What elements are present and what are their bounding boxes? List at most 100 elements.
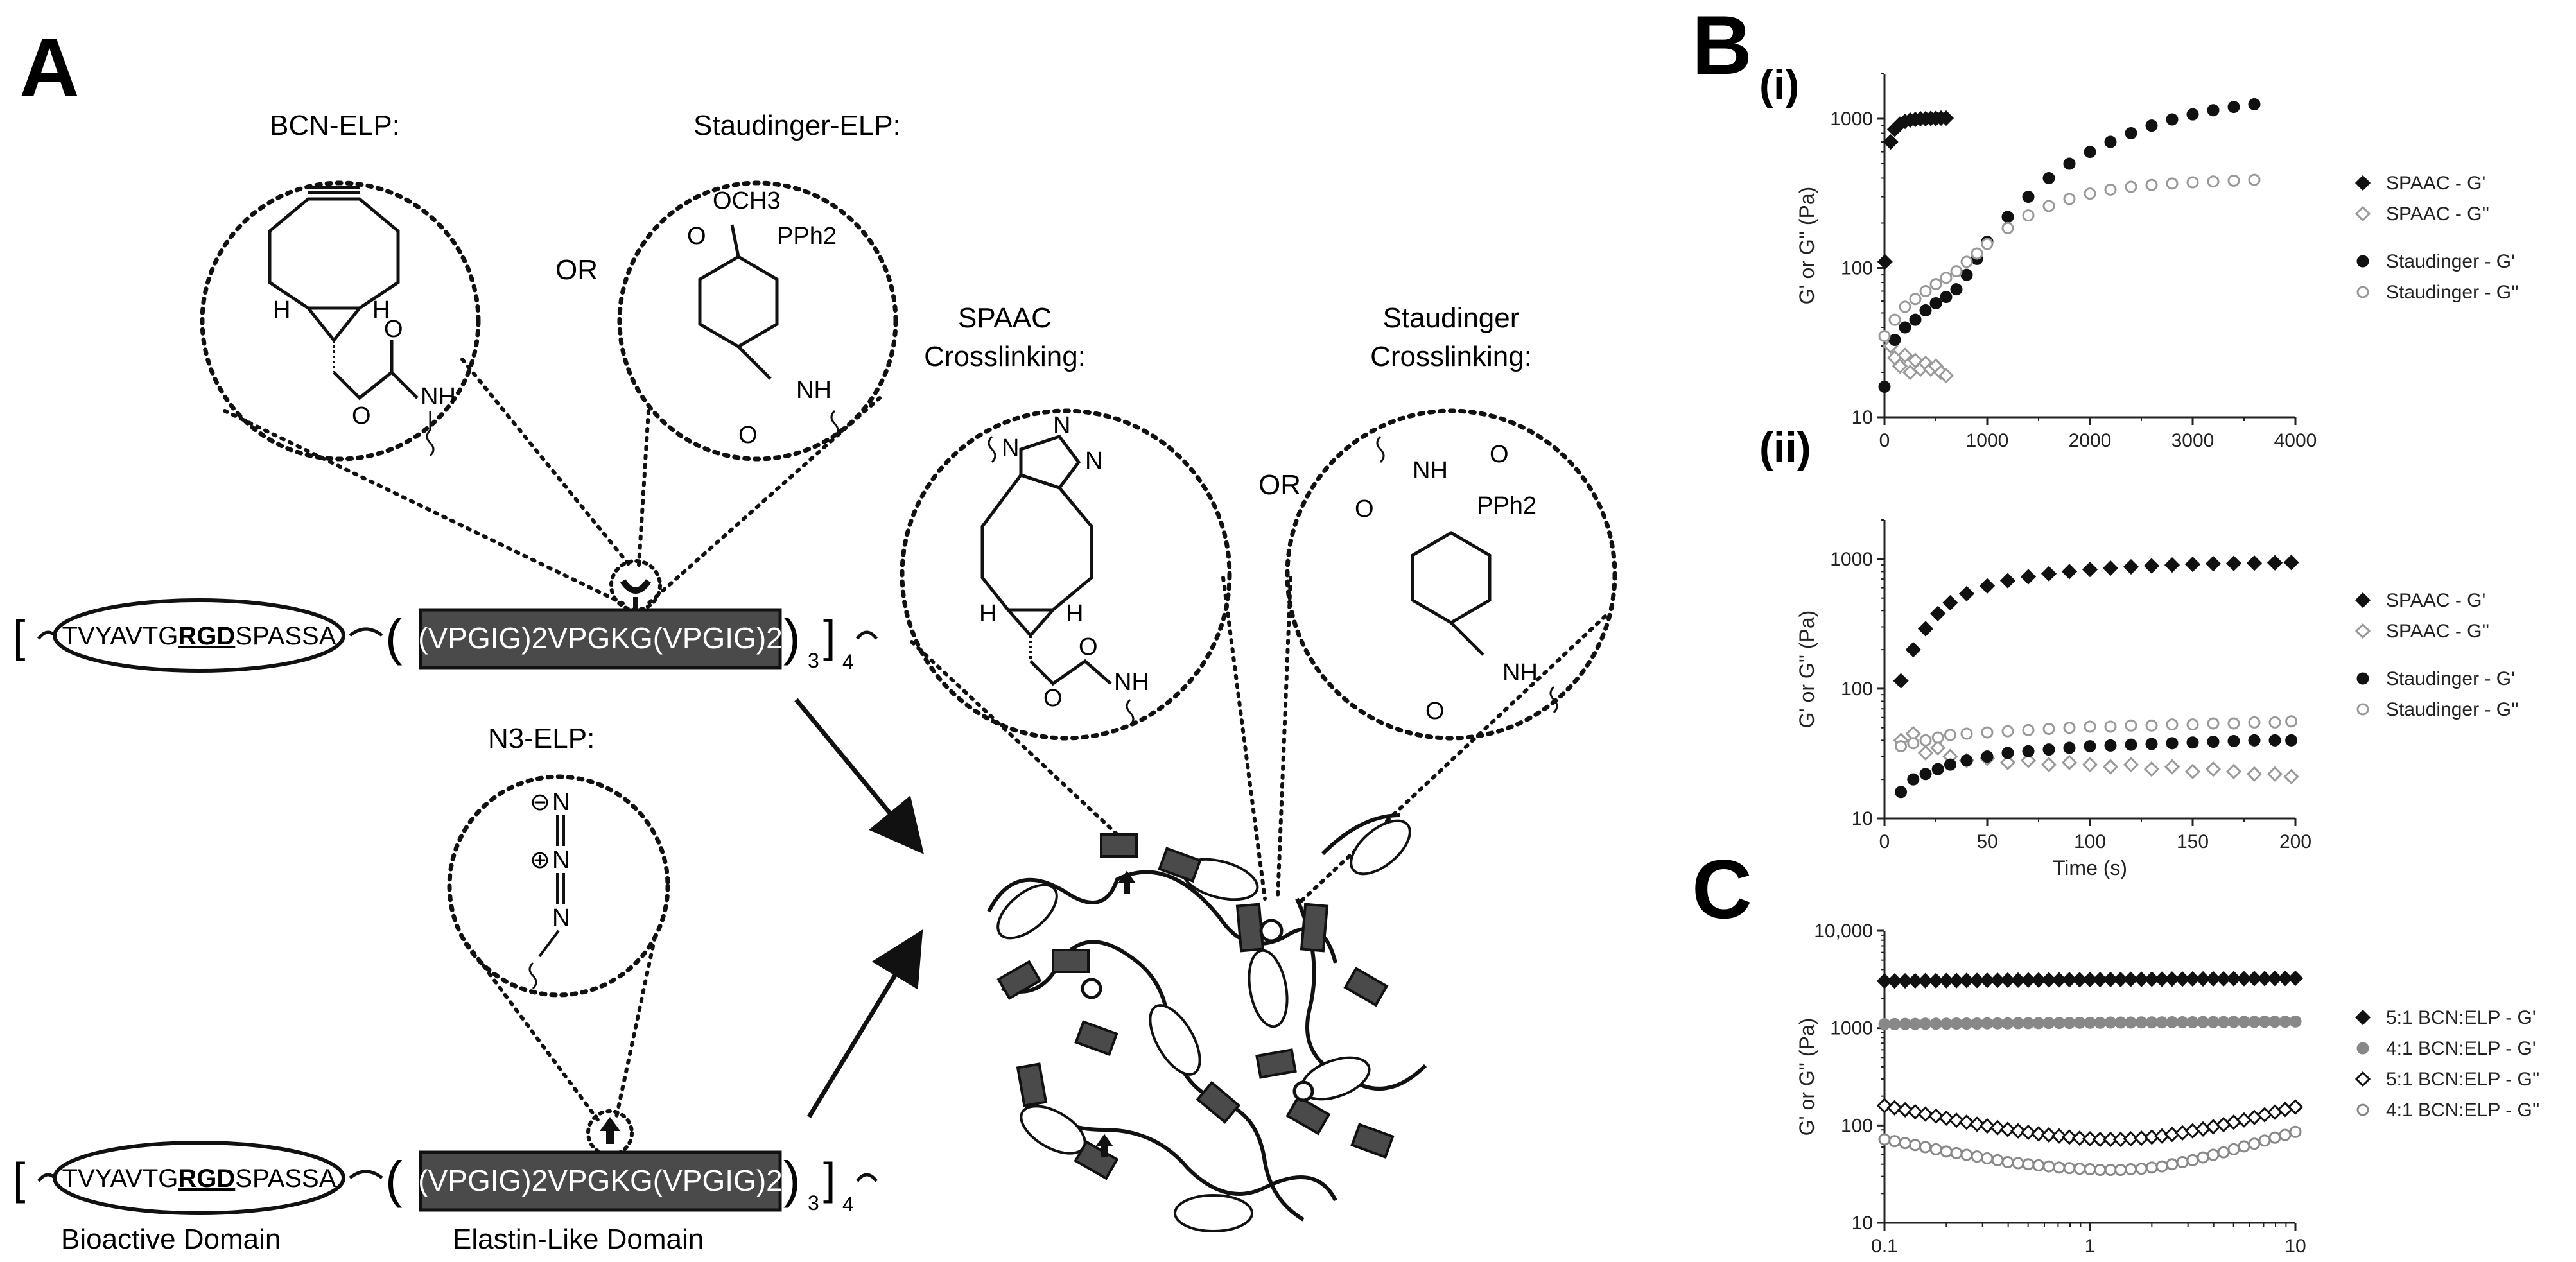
x-tick-label: 100 [2074,831,2106,852]
data-point [2207,104,2220,117]
spaac-cross-label-1: SPAAC [958,302,1052,334]
data-point [1876,1098,1893,1114]
x-tick-label: 10 [2284,1236,2306,1257]
legend-label: 5:1 BCN:ELP - G'' [2386,1069,2539,1090]
data-point [2248,1016,2261,1028]
data-point [2020,1124,2037,1141]
data-point [1899,300,1911,313]
data-point [1897,972,1913,989]
legend-label: Staudinger - G' [2386,668,2515,689]
svg-text:O: O [1079,634,1098,661]
staudinger-o-amide: O [738,422,758,449]
data-point [1989,1119,2006,1136]
data-point [2207,1016,2220,1028]
data-point [2104,1163,2117,1176]
bracket-close: ] [823,611,835,661]
data-point [1960,1017,1973,1030]
data-point [1938,368,1954,384]
panel-label-a: A [19,21,80,114]
data-point [1969,972,1985,989]
data-point [2112,971,2128,988]
data-point [1917,1106,1933,1122]
data-point [1919,734,1932,747]
x-tick-label: 0 [1879,831,1890,852]
staudinger-elp-label: Staudinger-ELP: [693,110,901,141]
data-point [2143,761,2160,777]
data-point [2166,737,2179,750]
data-point [2268,1016,2281,1028]
series-2 [1876,1098,2304,1148]
n3-elp-label: N3-ELP: [488,723,595,754]
data-point [1929,278,1942,291]
data-point [2053,1161,2066,1174]
data-point [1930,605,1946,621]
data-point [2102,560,2119,576]
x-tick-label: 2000 [2069,430,2112,451]
data-point [2236,971,2252,987]
y-axis-title: G' or G'' (Pa) [1795,610,1818,729]
data-point [1877,254,1893,270]
bioactive-seq-top: TVYAVTGRGDSPASSA [62,622,336,650]
data-point [2063,1017,2076,1030]
data-point [1950,265,1963,278]
data-point [2020,569,2037,585]
svg-text:(: ( [385,1151,403,1208]
data-point [1950,1017,1963,1030]
staudinger-nh: NH [796,377,831,404]
data-point [2082,757,2098,773]
legend-entry: SPAAC - G'' [2354,203,2489,225]
data-point [2155,1160,2168,1173]
data-point [2207,1148,2220,1161]
data-point [2155,1016,2168,1029]
data-point [2246,555,2263,571]
y-tick-label: 1000 [1830,549,1873,570]
paren-close: ) [783,609,801,666]
data-point [1919,304,1932,317]
staudinger-crosslink-inset: NH O O PPh2 NH O [1285,408,1617,741]
data-point [1899,1137,1911,1150]
data-point [2012,1157,2024,1170]
data-point [2042,200,2055,212]
data-point [2145,719,2158,732]
bcn-h-right: H [372,297,390,324]
data-point [1917,621,1934,637]
bioactive-ellipse-top [53,598,345,673]
data-point [1958,1114,1975,1130]
data-point [1909,313,1922,326]
data-point [1950,283,1963,296]
data-point [2063,193,2076,205]
data-point [2042,723,2055,736]
legend-entry: SPAAC - G' [2354,590,2485,611]
data-point [2104,135,2117,148]
data-point [1919,1017,1932,1030]
series-2 [1895,734,2298,799]
data-point [1886,1100,1902,1116]
data-point [2215,971,2232,987]
x-tick-label: 3000 [2171,430,2215,451]
data-point [1895,786,1908,799]
data-point [2084,1163,2096,1176]
data-point [2227,717,2240,730]
data-point [1888,333,1901,346]
data-point [2041,757,2057,773]
paren-open: ( [385,609,403,666]
data-point [1940,291,1953,304]
data-point [2258,1134,2271,1147]
x-tick-label: 1000 [1966,430,2009,451]
data-point [2256,971,2273,987]
data-point [1981,1017,1994,1030]
panel-label-bii: (ii) [1759,424,1811,471]
data-point [1930,739,1946,756]
legend-label: Staudinger - G'' [2386,282,2519,303]
data-point [2227,174,2240,187]
data-point [1897,1102,1913,1118]
data-point [1944,758,1956,771]
bracket-open: [ [13,611,25,661]
x-tick-label: 150 [2177,831,2209,852]
data-point [2225,763,2242,780]
data-point [1888,1017,1901,1030]
legend-marker [2356,1103,2369,1116]
data-point [1981,1152,1994,1164]
bioactive-domain-label: Bioactive Domain [61,1223,281,1255]
